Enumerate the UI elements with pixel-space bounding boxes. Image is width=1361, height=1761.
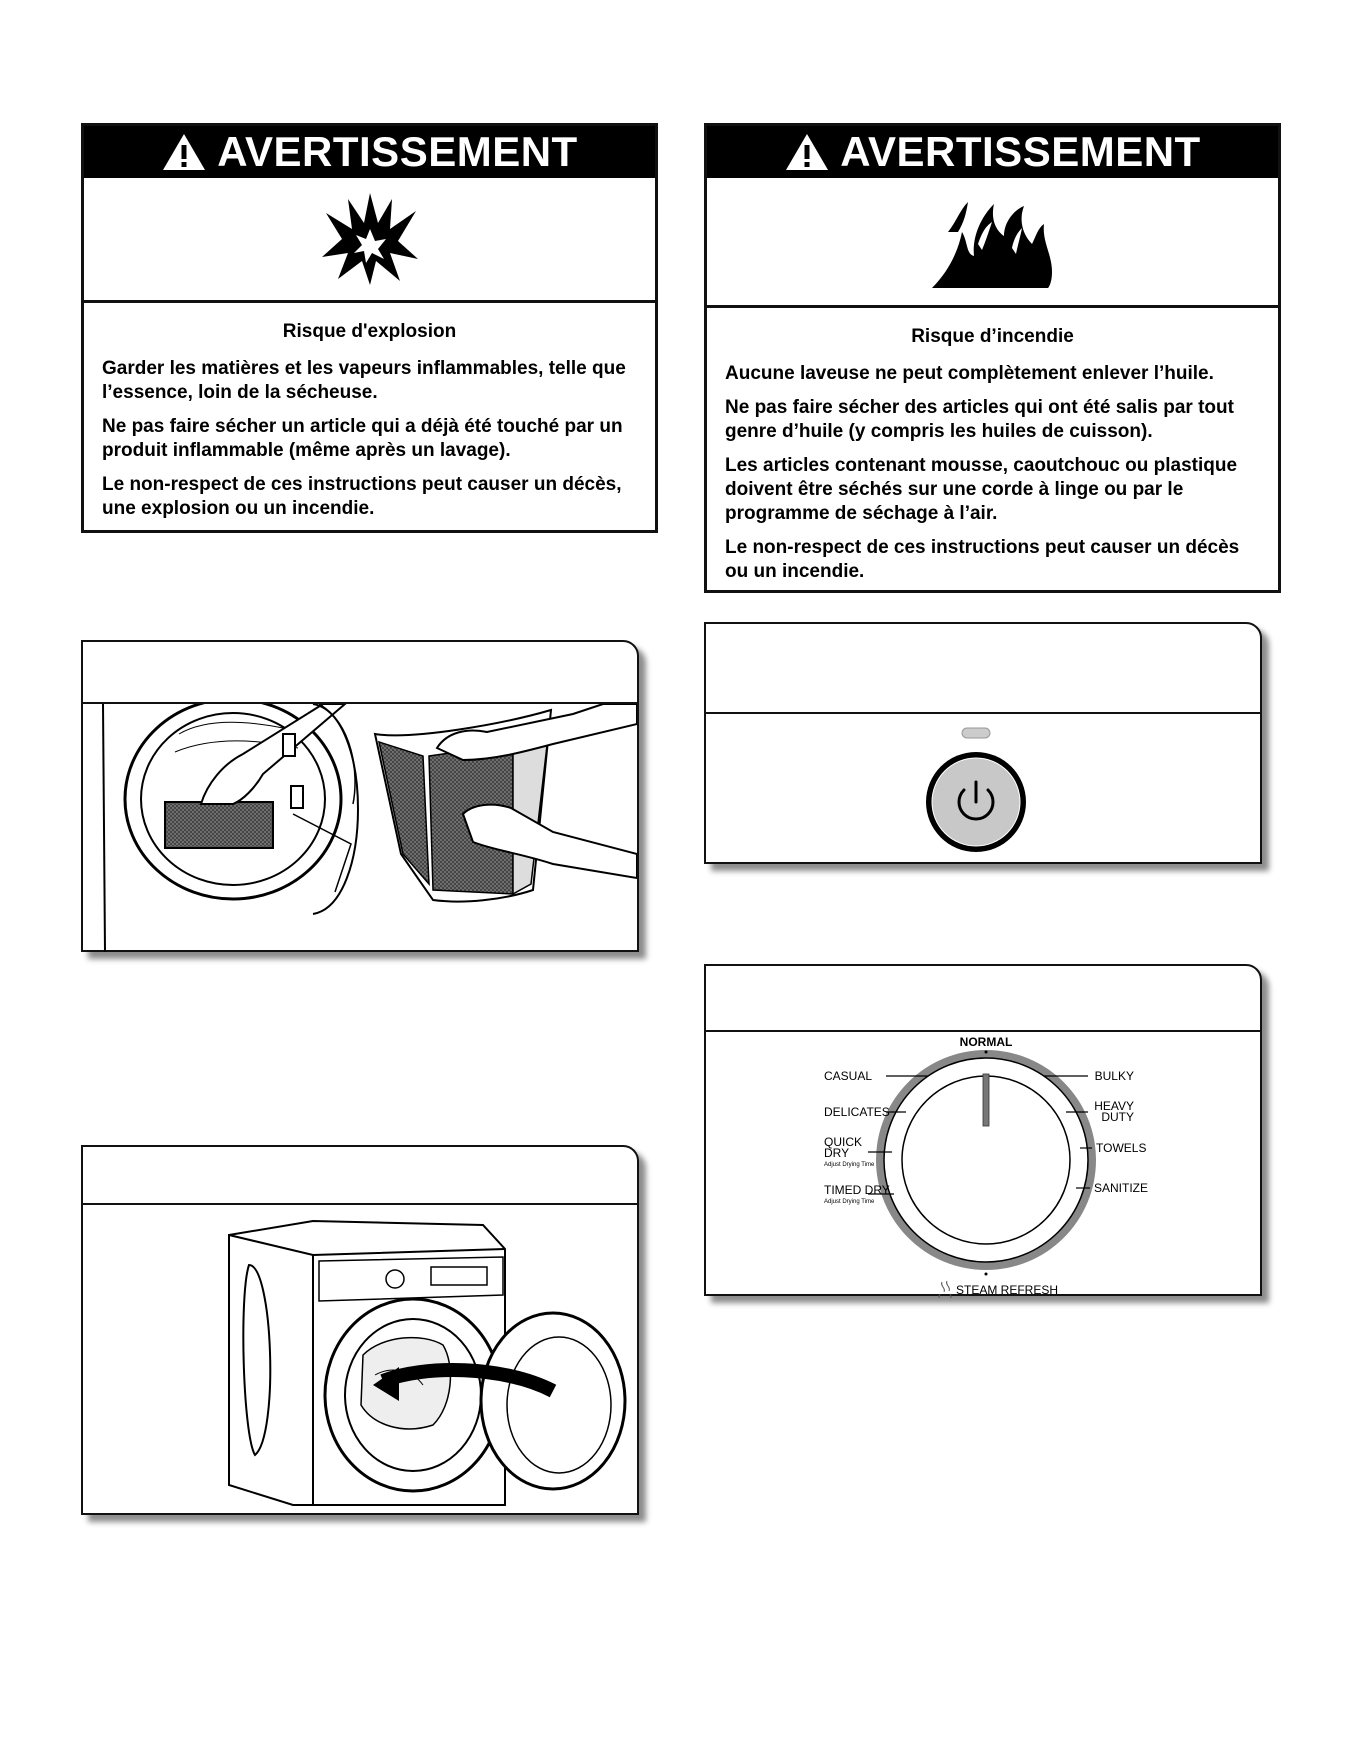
risk-title: Risque d'explosion <box>282 321 457 342</box>
loading-panel <box>81 1145 639 1515</box>
dial-label-quick: QUICK <box>824 1135 862 1149</box>
dial-label-steam-refresh: STEAM REFRESH <box>956 1283 1058 1297</box>
warning-paragraph: Ne pas faire sécher un article qui a déj… <box>102 416 623 461</box>
warning-header: AVERTISSEMENT <box>707 126 1278 178</box>
warning-header-text: AVERTISSEMENT <box>217 128 578 175</box>
lint-filter-panel <box>81 640 639 952</box>
dial-label-towels: TOWELS <box>1096 1141 1146 1155</box>
steam-icon <box>938 1280 952 1298</box>
dial-label-bulky: BULKY <box>1095 1069 1134 1083</box>
explosion-icon <box>321 193 418 285</box>
warning-header: AVERTISSEMENT <box>84 126 655 178</box>
dial-sublabel-quick: Adjust Drying Time <box>824 1162 875 1168</box>
warning-paragraph: Ne pas faire sécher des articles qui ont… <box>725 397 1234 442</box>
dial-label-normal: NORMAL <box>960 1035 1013 1049</box>
warning-paragraph: Le non-respect de ces instructions peut … <box>725 537 1240 582</box>
warning-triangle-icon <box>163 134 206 170</box>
warning-paragraph: Aucune laveuse ne peut complètement enle… <box>725 363 1214 384</box>
knob-indicator <box>982 1073 990 1127</box>
warning-header-text: AVERTISSEMENT <box>840 128 1201 175</box>
explosion-icon-row <box>84 178 655 303</box>
power-button-illustration <box>926 727 1026 852</box>
dial-label-timed-dry: TIMED DRY <box>824 1183 890 1197</box>
cycle-dial-panel: NORMAL CASUAL DELICATES QUICK DRY Adjust… <box>704 964 1262 1298</box>
fire-icon <box>931 201 1052 288</box>
dial-label-dry: DRY <box>824 1146 849 1160</box>
risk-title: Risque d’incendie <box>911 326 1074 347</box>
power-indicator-light <box>961 727 991 739</box>
warning-box-fire: AVERTISSEMENT Risque d’incendie Aucune l… <box>704 123 1281 593</box>
cycle-dial-illustration: NORMAL CASUAL DELICATES QUICK DRY Adjust… <box>824 1035 1148 1298</box>
power-panel <box>704 622 1262 864</box>
warning-triangle-icon <box>786 134 829 170</box>
warning-paragraph: Le non-respect de ces instructions peut … <box>102 474 622 519</box>
dryer-loading-illustration <box>228 1219 627 1506</box>
power-icon <box>957 780 995 821</box>
panel-header <box>706 966 1260 1032</box>
dial-label-sanitize: SANITIZE <box>1094 1181 1148 1195</box>
fire-icon-row <box>707 178 1278 308</box>
panel-header <box>83 1147 637 1205</box>
panel-header <box>706 624 1260 714</box>
lint-filter-illustration <box>102 704 637 952</box>
panel-header <box>83 642 637 704</box>
dial-label-delicates: DELICATES <box>824 1105 890 1119</box>
warning-paragraph: Les articles contenant mousse, caoutchou… <box>725 455 1238 524</box>
dial-label-heavy: HEAVY <box>1094 1099 1134 1113</box>
warning-box-explosion: AVERTISSEMENT Risque d'explosion Garder … <box>81 123 658 533</box>
dial-sublabel-timed: Adjust Drying Time <box>824 1199 875 1205</box>
dial-label-casual: CASUAL <box>824 1069 872 1083</box>
dial-label-duty: DUTY <box>1101 1110 1134 1124</box>
warning-paragraph: Garder les matières et les vapeurs infla… <box>102 358 626 403</box>
